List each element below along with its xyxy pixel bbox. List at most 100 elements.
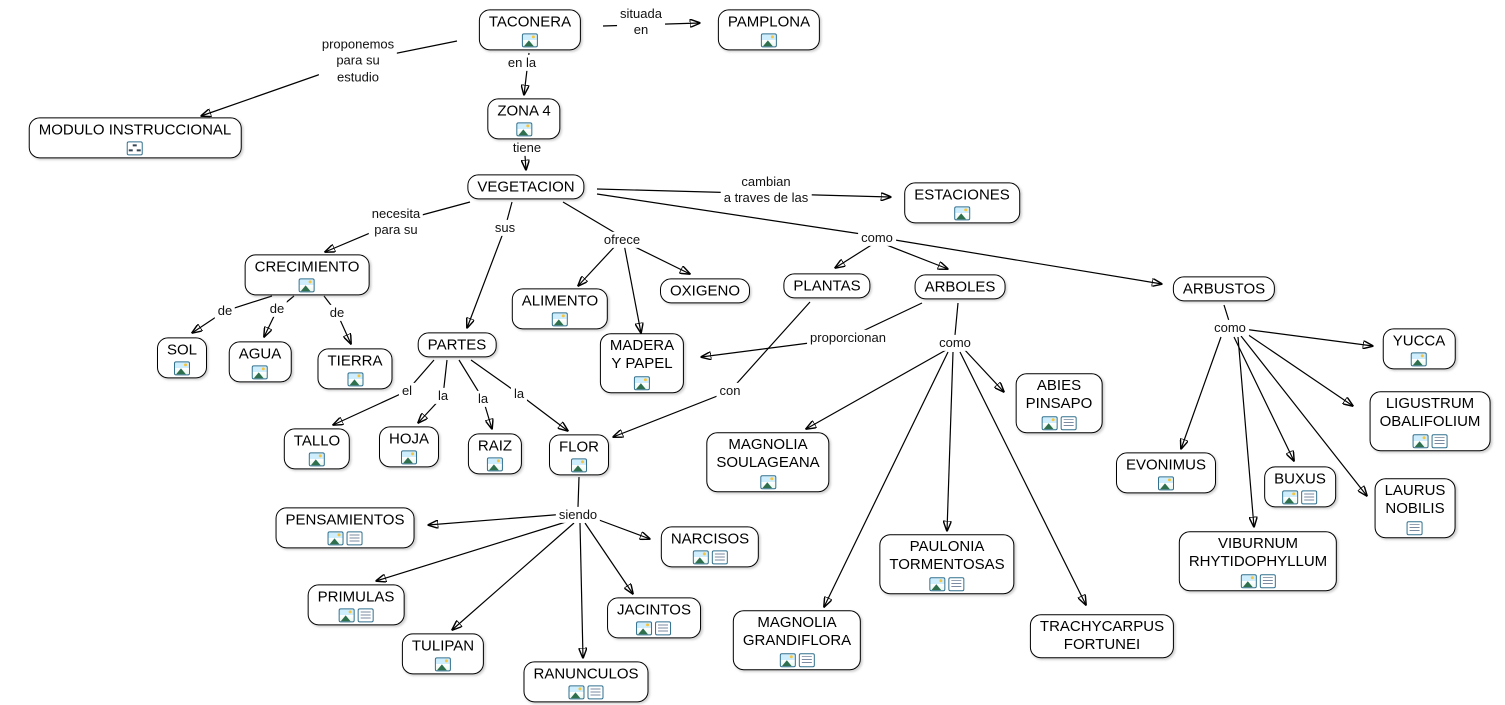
text-resource-icon[interactable]: [1259, 573, 1276, 588]
image-resource-icon[interactable]: [692, 550, 709, 565]
link-label-ofrece[interactable]: ofrece: [600, 231, 644, 249]
image-resource-icon[interactable]: [760, 474, 776, 489]
image-resource-icon[interactable]: [251, 365, 268, 380]
concept-tulipan[interactable]: TULIPAN: [401, 633, 485, 675]
image-resource-icon[interactable]: [486, 457, 503, 472]
concept-paulonia-tormentosas[interactable]: PAULONIA TORMENTOSAS: [879, 534, 1015, 594]
concept-raiz[interactable]: RAIZ: [467, 433, 523, 475]
image-resource-icon[interactable]: [173, 361, 190, 376]
text-resource-icon[interactable]: [346, 531, 363, 546]
image-resource-icon[interactable]: [1157, 476, 1174, 491]
concept-vegetacion[interactable]: VEGETACION: [467, 174, 585, 200]
image-resource-icon[interactable]: [779, 652, 796, 667]
concept-magnolia-grandiflora[interactable]: MAGNOLIA GRANDIFLORA: [732, 610, 862, 670]
image-resource-icon[interactable]: [521, 33, 538, 48]
concept-ligustrum-obalifolium[interactable]: LIGUSTRUM OBALIFOLIUM: [1369, 391, 1491, 451]
concept-abies-pinsapo[interactable]: ABIES PINSAPO: [1015, 373, 1103, 433]
concept-estaciones[interactable]: ESTACIONES: [904, 182, 1020, 224]
image-resource-icon[interactable]: [761, 33, 777, 48]
concept-partes[interactable]: PARTES: [417, 332, 497, 358]
image-resource-icon[interactable]: [953, 206, 970, 221]
link-label-cambian[interactable]: cambian a traves de las: [720, 173, 812, 207]
concept-zona-4[interactable]: ZONA 4: [487, 98, 561, 140]
image-resource-icon[interactable]: [327, 531, 344, 546]
concept-evonimus[interactable]: EVONIMUS: [1115, 452, 1217, 494]
image-resource-icon[interactable]: [434, 657, 451, 672]
link-label-como-vegetacion[interactable]: como: [858, 229, 896, 247]
concept-hoja[interactable]: HOJA: [378, 426, 440, 468]
concept-laurus-nobilis[interactable]: LAURUS NOBILIS: [1374, 478, 1456, 538]
text-resource-icon[interactable]: [1406, 520, 1423, 535]
text-resource-icon[interactable]: [1431, 433, 1448, 448]
text-resource-icon[interactable]: [948, 576, 965, 591]
link-label-de-agua[interactable]: de: [266, 300, 288, 318]
concept-madera-y-papel[interactable]: MADERA Y PAPEL: [599, 333, 685, 393]
concept-plantas[interactable]: PLANTAS: [783, 273, 871, 299]
image-resource-icon[interactable]: [568, 685, 585, 700]
concept-alimento[interactable]: ALIMENTO: [511, 288, 609, 330]
concept-yucca[interactable]: YUCCA: [1382, 328, 1456, 370]
concept-viburnum-rhytidophyllum[interactable]: VIBURNUM RHYTIDOPHYLLUM: [1178, 531, 1338, 591]
link-label-el-tallo[interactable]: el: [398, 382, 416, 400]
link-label-sus[interactable]: sus: [491, 219, 519, 237]
concept-magnolia-soulageana[interactable]: MAGNOLIA SOULAGEANA: [706, 432, 830, 492]
image-resource-icon[interactable]: [1041, 415, 1058, 430]
image-resource-icon[interactable]: [298, 278, 315, 293]
concept-ranunculos[interactable]: RANUNCULOS: [523, 661, 649, 703]
link-label-de-tierra[interactable]: de: [326, 304, 348, 322]
concept-flor[interactable]: FLOR: [548, 434, 610, 476]
concept-crecimiento[interactable]: CRECIMIENTO: [244, 254, 370, 296]
concept-pensamientos[interactable]: PENSAMIENTOS: [275, 507, 415, 549]
link-label-situada-en[interactable]: situada en: [617, 5, 665, 39]
concept-tallo[interactable]: TALLO: [283, 428, 351, 470]
link-label-la-raiz[interactable]: la: [474, 390, 492, 408]
text-resource-icon[interactable]: [587, 685, 604, 700]
concept-arbustos[interactable]: ARBUSTOS: [1172, 276, 1276, 302]
concept-narcisos[interactable]: NARCISOS: [660, 526, 760, 568]
concept-agua[interactable]: AGUA: [228, 341, 292, 383]
link-label-proponemos[interactable]: proponemos para su estudio: [318, 36, 398, 86]
text-resource-icon[interactable]: [711, 550, 728, 565]
image-resource-icon[interactable]: [1240, 573, 1257, 588]
text-resource-icon[interactable]: [1060, 415, 1077, 430]
link-label-proporcionan[interactable]: proporcionan: [807, 329, 889, 347]
concept-modulo-instruccional[interactable]: MODULO INSTRUCCIONAL: [28, 117, 242, 159]
link-label-en-la[interactable]: en la: [504, 54, 540, 72]
concept-pamplona[interactable]: PAMPLONA: [717, 9, 821, 51]
link-label-con[interactable]: con: [716, 382, 744, 400]
image-resource-icon[interactable]: [570, 458, 587, 473]
link-label-como-arbustos[interactable]: como: [1211, 319, 1249, 337]
concept-arboles[interactable]: ARBOLES: [914, 274, 1006, 300]
cmap-resource-icon[interactable]: [127, 141, 143, 156]
image-resource-icon[interactable]: [1412, 433, 1429, 448]
image-resource-icon[interactable]: [346, 372, 363, 387]
concept-oxigeno[interactable]: OXIGENO: [659, 278, 751, 304]
link-label-necesita[interactable]: necesita para su: [368, 205, 424, 239]
image-resource-icon[interactable]: [1410, 352, 1427, 367]
image-resource-icon[interactable]: [929, 576, 946, 591]
link-label-tiene[interactable]: tiene: [509, 139, 545, 157]
link-label-de-sol[interactable]: de: [214, 302, 236, 320]
concept-taconera[interactable]: TACONERA: [478, 9, 582, 51]
image-resource-icon[interactable]: [552, 312, 568, 327]
image-resource-icon[interactable]: [338, 608, 355, 623]
link-label-la-hoja[interactable]: la: [434, 387, 452, 405]
link-label-la-flor[interactable]: la: [510, 385, 528, 403]
image-resource-icon[interactable]: [515, 122, 532, 137]
text-resource-icon[interactable]: [357, 608, 374, 623]
link-label-como-arboles[interactable]: como: [936, 334, 974, 352]
concept-trachycarpus-fortunei[interactable]: TRACHYCARPUS FORTUNEI: [1029, 614, 1175, 658]
concept-sol[interactable]: SOL: [156, 337, 208, 379]
text-resource-icon[interactable]: [798, 652, 815, 667]
link-label-siendo[interactable]: siendo: [555, 506, 601, 524]
concept-buxus[interactable]: BUXUS: [1264, 466, 1336, 508]
concept-jacintos[interactable]: JACINTOS: [607, 597, 701, 639]
image-resource-icon[interactable]: [309, 452, 325, 467]
text-resource-icon[interactable]: [655, 621, 672, 636]
image-resource-icon[interactable]: [634, 375, 650, 390]
concept-tierra[interactable]: TIERRA: [317, 348, 393, 390]
image-resource-icon[interactable]: [636, 621, 653, 636]
concept-primulas[interactable]: PRIMULAS: [307, 584, 405, 626]
text-resource-icon[interactable]: [1301, 490, 1318, 505]
image-resource-icon[interactable]: [1282, 490, 1299, 505]
